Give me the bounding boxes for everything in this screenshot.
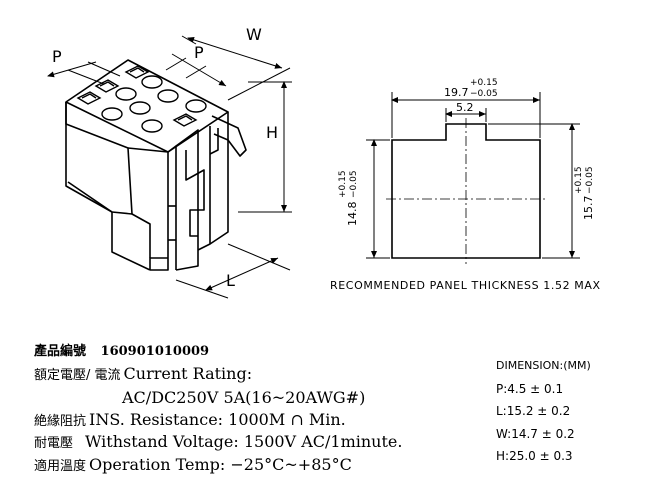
operation-temp-cjk: 適用溫度	[34, 459, 87, 474]
dimension-item-p: P:4.5 ± 0.1	[496, 382, 564, 396]
dimension-item-w: W:14.7 ± 0.2	[496, 427, 575, 441]
square-cavity	[76, 91, 102, 105]
round-cavity	[141, 75, 163, 89]
panel-height-right-value: 15.7	[582, 196, 595, 221]
dimension-panel-height-left	[366, 139, 390, 259]
dimension-title: DIMENSION:(MM)	[496, 359, 591, 372]
product-number-label: 產品編號	[34, 344, 87, 359]
dimension-p-right	[165, 53, 227, 87]
dimension-h	[238, 81, 292, 213]
square-cavity	[124, 65, 150, 79]
insulation-resistance-cjk: 絶緣阻抗	[34, 414, 87, 429]
panel-height-left-value: 14.8	[346, 202, 359, 227]
product-number-line: 產品編號 160901010009	[34, 340, 209, 359]
round-cavity	[157, 89, 179, 103]
round-cavity	[115, 87, 137, 101]
current-rating-label: Current Rating:	[123, 364, 253, 383]
panel-cutout-drawing: 19.7 +0.15 −0.05 5.2 14.8 +0.15 −0.05 15…	[330, 78, 601, 292]
dimension-w-label: W	[246, 25, 262, 44]
center-lines	[386, 118, 546, 264]
round-cavity	[141, 119, 163, 133]
current-rating-value: AC/DC250V 5A(16~20AWG#)	[122, 388, 366, 407]
dimension-panel-height-right	[488, 123, 580, 259]
panel-width-tol-minus: −0.05	[470, 89, 498, 99]
square-cavity	[94, 79, 120, 93]
dimension-l	[175, 243, 291, 299]
current-rating-cjk: 額定電壓/ 電流	[34, 368, 121, 383]
connector-isometric-drawing: W H L P P	[47, 25, 292, 299]
panel-thickness-note: RECOMMENDED PANEL THICKNESS 1.52 MAX	[330, 279, 601, 292]
panel-height-right-tol-minus: −0.05	[585, 166, 595, 194]
square-cavity	[172, 113, 198, 127]
dimension-l-label: L	[226, 271, 235, 290]
dimension-item-h: H:25.0 ± 0.3	[496, 449, 573, 463]
panel-height-right-tol-plus: +0.15	[574, 166, 584, 194]
dimension-w	[181, 35, 291, 101]
panel-width-value: 19.7	[444, 86, 469, 99]
dimension-slot-width	[445, 108, 487, 122]
dimension-h-label: H	[266, 123, 278, 142]
round-cavity	[129, 101, 151, 115]
panel-width-tol-plus: +0.15	[470, 78, 498, 88]
panel-height-left-tol-plus: +0.15	[338, 170, 348, 198]
connector-body	[65, 59, 247, 271]
withstand-voltage-text: Withstand Voltage: 1500V AC/1minute.	[85, 432, 403, 451]
operation-temp-text: Operation Temp: −25°C~+85°C	[89, 455, 352, 474]
dimension-item-l: L:15.2 ± 0.2	[496, 404, 571, 418]
panel-cutout-outline	[391, 123, 541, 259]
withstand-voltage-cjk: 耐電壓	[34, 436, 74, 451]
dimension-p-left-label: P	[52, 47, 62, 66]
slot-width-value: 5.2	[456, 101, 474, 114]
dimension-p-right-label: P	[194, 43, 204, 62]
round-cavity	[185, 99, 207, 113]
terminal-cavities	[76, 65, 207, 133]
current-rating-value-line: AC/DC250V 5A(16~20AWG#)	[122, 388, 365, 407]
dimension-panel-width	[391, 92, 541, 138]
panel-height-left-tol-minus: −0.05	[349, 170, 359, 198]
insulation-resistance-text: INS. Resistance: 1000M ∩ Min.	[89, 410, 346, 429]
dimension-p-left	[47, 61, 121, 85]
withstand-voltage-line: 耐電壓 Withstand Voltage: 1500V AC/1minute.	[34, 432, 402, 451]
product-number-value: 160901010009	[100, 344, 210, 359]
round-cavity	[101, 107, 123, 121]
